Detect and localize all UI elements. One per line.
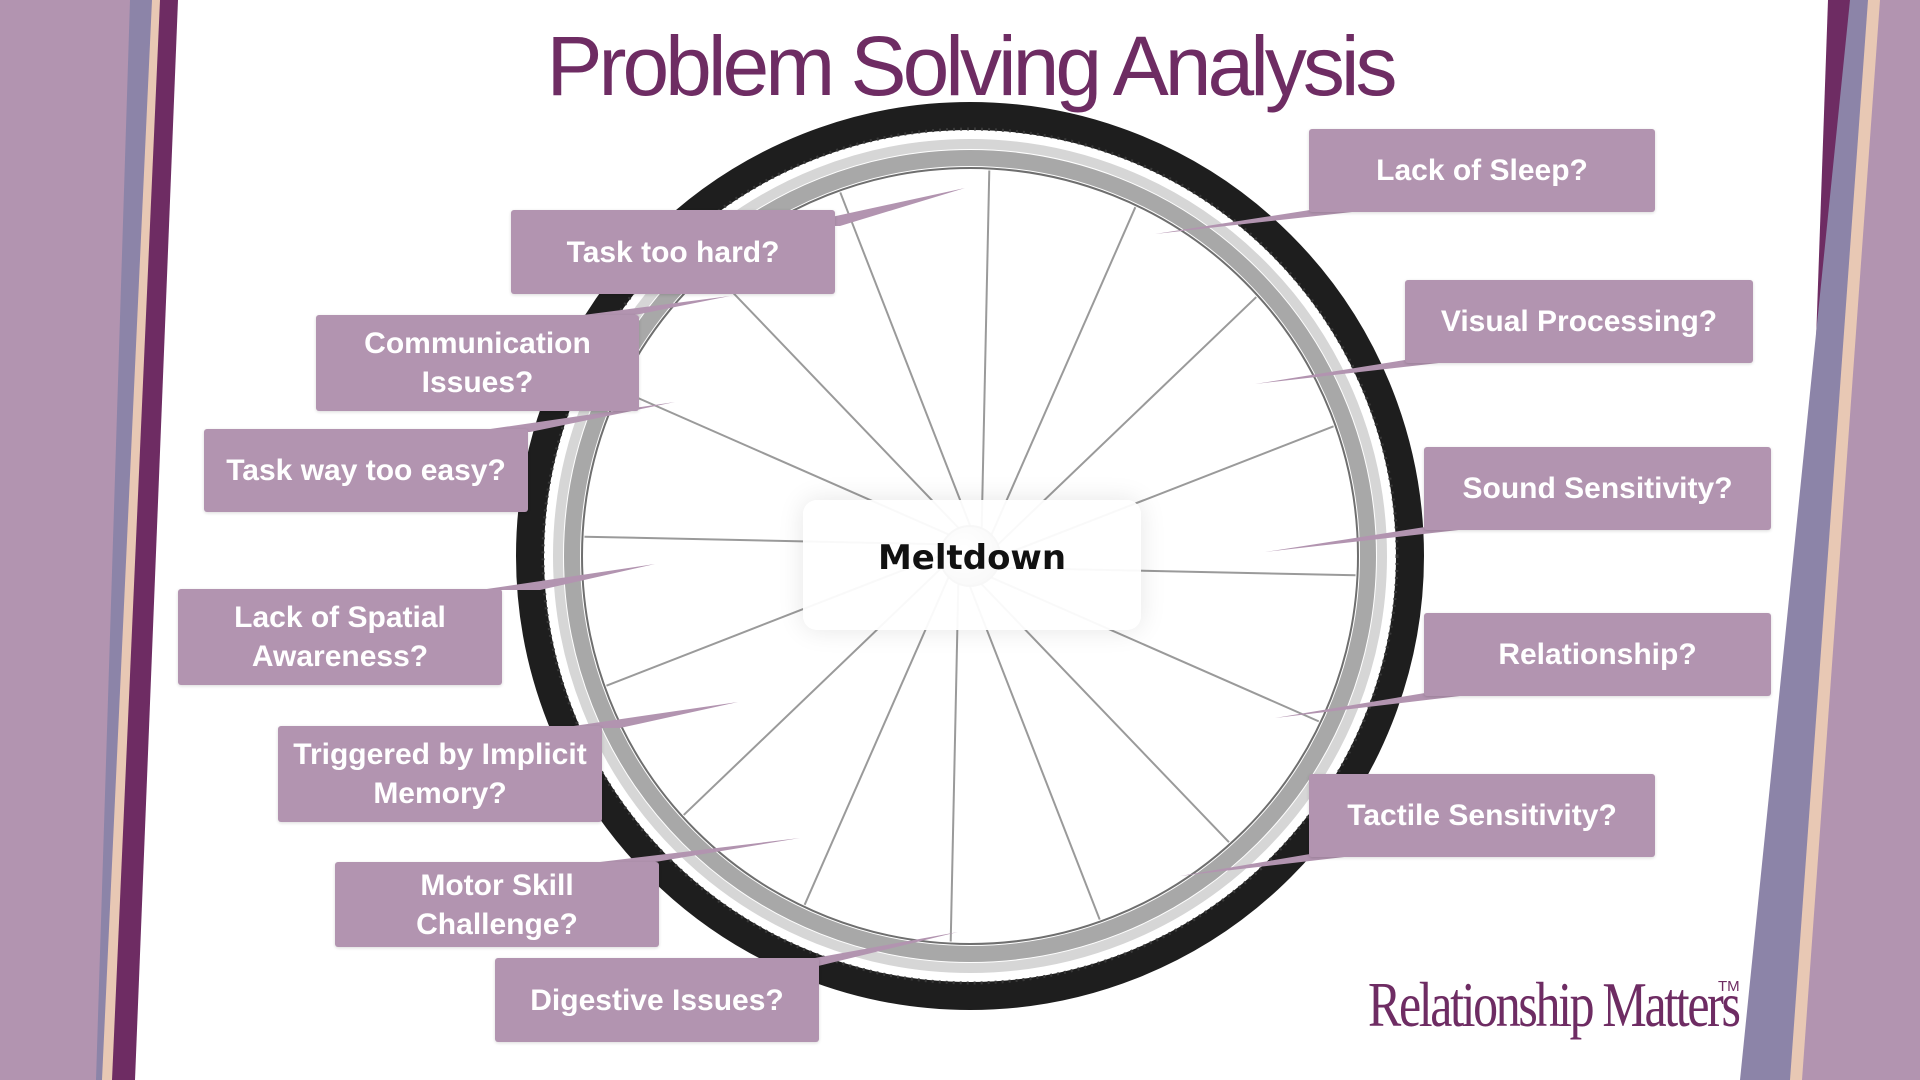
cause-label-lack-of-sleep: Lack of Sleep?	[1309, 129, 1655, 212]
cause-label-triggered-by-implicit-memory: Triggered by Implicit Memory?	[278, 726, 602, 822]
center-box: Meltdown	[803, 500, 1141, 630]
wheel-spoke	[839, 192, 975, 535]
wheel-spoke	[980, 170, 991, 538]
wheel-spoke	[986, 206, 1137, 544]
pointer-triggered-by-implicit-memory	[560, 702, 738, 728]
cause-label-visual-processing: Visual Processing?	[1405, 280, 1753, 363]
wheel-tire	[516, 102, 1424, 1010]
pointer-motor-skill-challenge	[600, 838, 800, 862]
pointer-tactile-sensitivity	[1180, 854, 1370, 876]
trademark-mark: TM	[1718, 978, 1740, 995]
wheel-rim-inner	[581, 167, 1359, 945]
cause-label-digestive-issues: Digestive Issues?	[495, 958, 819, 1042]
cause-label-task-way-too-easy: Task way too easy?	[204, 429, 528, 512]
pointer-visual-processing	[1255, 360, 1465, 384]
cause-label-lack-of-spatial-awareness: Lack of Spatial Awareness?	[178, 589, 502, 685]
pointer-lack-of-spatial-awareness	[480, 564, 655, 590]
center-label: Meltdown	[877, 538, 1067, 578]
wheel-rim-outer	[553, 139, 1387, 973]
cause-label-tactile-sensitivity: Tactile Sensitivity?	[1309, 774, 1655, 857]
cause-label-task-too-hard: Task too hard?	[511, 210, 835, 294]
wheel-spoke	[949, 574, 960, 942]
pointer-communication-issues	[560, 296, 730, 318]
cause-label-motor-skill-challenge: Motor Skill Challenge?	[335, 862, 659, 947]
left-frame-mauve	[0, 0, 130, 1080]
wheel-rim	[564, 150, 1376, 962]
wheel-spoke	[710, 269, 966, 536]
right-frame-mauve	[1802, 0, 1920, 1080]
brand-logo: Relationship Matters	[1368, 969, 1741, 1040]
wheel-spoke	[965, 577, 1101, 920]
slide-title: Problem Solving Analysis	[546, 19, 1397, 113]
cause-label-relationship: Relationship?	[1424, 613, 1771, 696]
pointer-lack-of-sleep	[1155, 210, 1370, 234]
pointer-sound-sensitivity	[1265, 527, 1485, 552]
pointer-relationship	[1275, 693, 1485, 718]
cause-label-sound-sensitivity: Sound Sensitivity?	[1424, 447, 1771, 530]
cause-label-communication-issues: Communication Issues?	[316, 315, 639, 411]
wheel-tire-tread	[541, 127, 1399, 985]
